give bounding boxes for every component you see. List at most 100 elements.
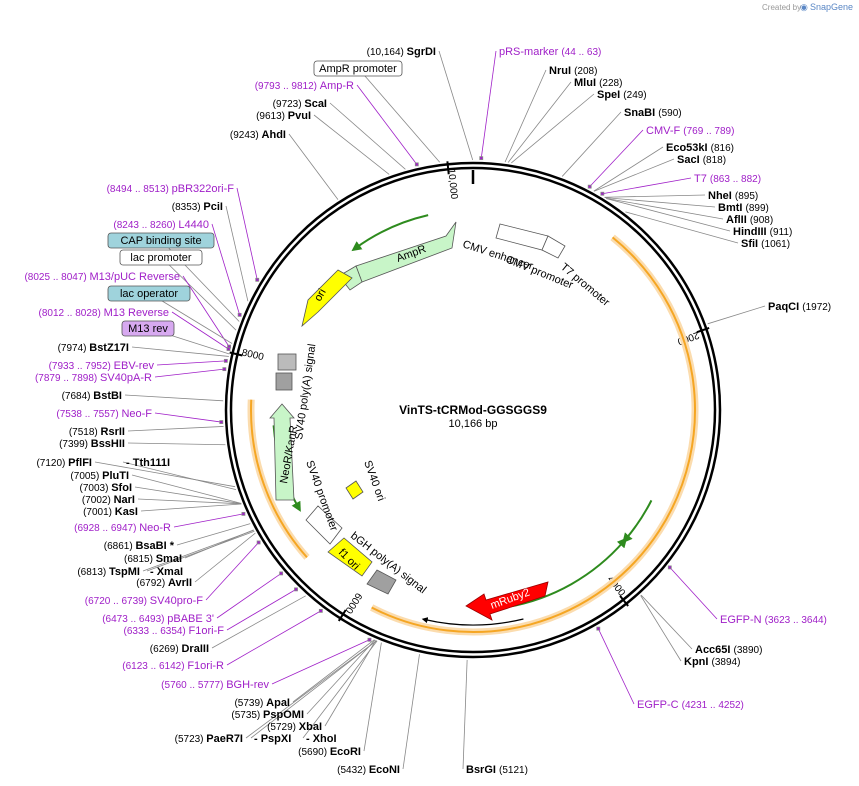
leader-line <box>606 198 731 232</box>
leader-line <box>438 50 474 161</box>
label-text: (7518) RsrII <box>69 426 125 438</box>
label-text: (7120) PflFI <box>36 457 92 469</box>
name-text: PciI <box>203 201 223 213</box>
name-text: SgrDI <box>407 46 436 58</box>
label-boxed-violet: M13 rev <box>121 320 175 337</box>
name-text: EGFP-C <box>637 699 682 711</box>
label-boxed-teal: lac operator <box>107 285 191 302</box>
label-enzyme: (7001) KasI <box>83 506 138 518</box>
label-primer: EGFP-N (3623 .. 3644) <box>720 614 827 626</box>
position-text: (1061) <box>761 239 790 250</box>
label-text: SacI (818) <box>677 154 726 166</box>
primer-marker <box>226 347 231 351</box>
primer-marker <box>222 367 227 372</box>
primer-marker <box>479 156 484 161</box>
leader-line <box>124 394 224 402</box>
label-text: (7001) KasI <box>83 506 138 518</box>
name-text: Neo-F <box>121 408 152 420</box>
name-text: PaeR7I <box>206 733 243 745</box>
backbone-outer <box>224 161 722 659</box>
leader-line <box>306 639 376 715</box>
ori-label: ori <box>312 287 329 304</box>
label-text: (8243 .. 8260) L4440 <box>113 219 209 231</box>
position-text: (5432) <box>337 765 369 776</box>
name-text: NarI <box>114 494 135 506</box>
credit-text: Created by <box>762 3 801 12</box>
position-text: (7005) <box>70 471 102 482</box>
label-text: (7538 .. 7557) Neo-F <box>56 408 152 420</box>
label-text: (5723) PaeR7I <box>175 733 243 745</box>
label-text: (7879 .. 7898) SV40pA-R <box>35 372 152 384</box>
label-text: (8012 .. 8028) M13 Reverse <box>39 307 169 319</box>
leader-line <box>173 513 244 528</box>
primer-marker <box>587 184 592 189</box>
plasmid-name: VinTS-tCRMod-GGSGGS9 <box>399 403 547 417</box>
label-enzyme: NruI (208) <box>549 65 597 77</box>
position-text: (5723) <box>175 734 207 745</box>
primer-marker <box>241 511 246 516</box>
ring-tick-label: 8000 <box>241 347 266 363</box>
label-primer: (6333 .. 6354) F1ori-F <box>124 625 225 637</box>
name-text: NruI <box>549 65 574 77</box>
label-primer: (6473 .. 6493) pBABE 3' <box>102 613 214 625</box>
label-text: (8353) PciI <box>172 201 223 213</box>
primer-marker <box>414 162 419 167</box>
name-text: M13 Reverse <box>104 307 169 319</box>
leader-line <box>171 311 229 350</box>
leader-line <box>137 498 242 505</box>
position-text: (5760 .. 5777) <box>161 680 226 691</box>
name-text: HindIII <box>733 226 770 238</box>
position-text: (7684) <box>62 391 94 402</box>
label-text: (8025 .. 8047) M13/pUC Reverse <box>24 271 180 283</box>
leader-line <box>363 642 382 752</box>
orf-arc <box>371 236 696 633</box>
name-text: F1ori-R <box>187 660 224 672</box>
label-text: (5739) ApaI <box>234 697 290 709</box>
label-enzyme: (8353) PciI <box>172 201 223 213</box>
sv40-ori-feature <box>345 480 364 500</box>
feature-name: CAP binding site <box>120 235 201 247</box>
label-primer: (5760 .. 5777) BGH-rev <box>161 679 269 691</box>
position-text: (769 .. 789) <box>683 126 734 137</box>
leader-line <box>154 368 225 378</box>
label-text: (9613) PvuI <box>256 110 311 122</box>
position-text: (7003) <box>80 483 112 494</box>
label-text: (6861) BsaBI * <box>104 540 175 552</box>
label-text: (6123 .. 6142) F1ori-R <box>122 660 224 672</box>
position-text: (590) <box>658 108 681 119</box>
primer-marker <box>256 540 261 545</box>
position-text: (7120) <box>36 458 68 469</box>
name-text: - Tth111I <box>126 457 170 469</box>
label-primer: (7933 .. 7952) EBV-rev <box>49 360 155 372</box>
leader-line <box>356 84 418 165</box>
position-text: (3894) <box>712 657 741 668</box>
leader-line <box>593 158 675 192</box>
leader-line <box>480 50 497 159</box>
label-text: (7974) BstZ17I <box>58 342 129 354</box>
label-primer: (7538 .. 7557) Neo-F <box>56 408 152 420</box>
feature-box <box>121 320 175 337</box>
name-text: pBABE 3' <box>167 613 214 625</box>
feature-name: AmpR promoter <box>319 63 397 75</box>
leader-line <box>292 639 375 703</box>
ring-tick <box>229 351 243 357</box>
sv40-promoter-feature <box>305 505 343 545</box>
leader-line <box>602 177 692 195</box>
mruby2-label: mRuby2 <box>489 587 532 612</box>
position-text: (3890) <box>734 645 763 656</box>
label-enzyme: (7684) BstBI <box>62 390 122 402</box>
leader-line <box>561 111 622 177</box>
label-text: (9793 .. 9812) Amp-R <box>255 80 354 92</box>
cds-arrow <box>351 214 429 252</box>
position-text: (6815) <box>124 554 156 565</box>
label-text: PaqCI (1972) <box>768 301 831 313</box>
label-enzyme: (10,164) SgrDI <box>367 46 436 58</box>
position-text: (5729) <box>267 722 299 733</box>
name-text: TspMI <box>109 566 140 578</box>
label-text: - Tth111I <box>126 457 170 469</box>
leader-line <box>236 187 258 280</box>
leader-line <box>507 81 572 163</box>
label-text: CMV-F (769 .. 789) <box>646 125 734 137</box>
label-enzyme: (6861) BsaBI * <box>104 540 175 552</box>
